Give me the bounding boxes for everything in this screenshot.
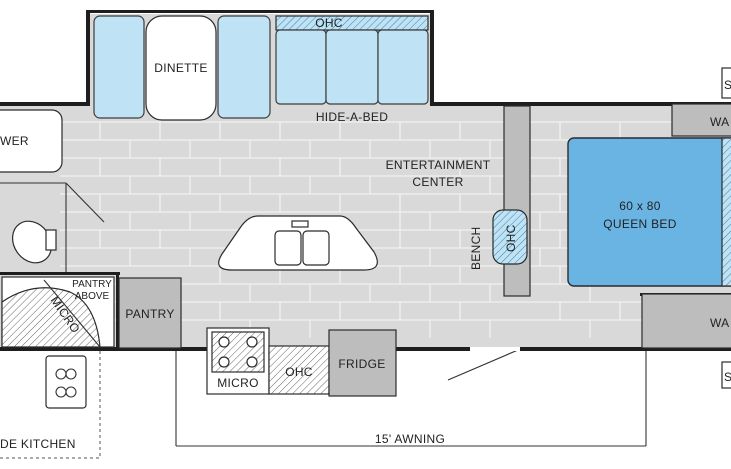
shower-label: WER [0,134,29,148]
entry-door-opening [470,347,520,351]
bed-type-label: QUEEN BED [603,217,676,231]
queen-bed-pillows [721,137,731,287]
hide-a-bed-sofa [275,15,429,105]
bed-size-label: 60 x 80 [619,199,660,213]
ohc-bottom-cabinet [268,345,330,395]
fridge [328,329,397,397]
bench-label: BENCH [469,226,483,270]
corner-pantry-unit [0,272,120,350]
ohc-side-label: OHC [504,224,518,252]
wardrobe-bottom-label: WA [710,316,730,330]
wardrobe-top-label: WA [710,115,730,129]
step-bottom-label: S [724,370,731,384]
pantry-above-line1: PANTRY [72,279,112,290]
kitchen-stove [206,327,270,395]
entry-door [447,349,519,381]
step-bottom [721,361,731,389]
step-top-label: S [724,78,731,92]
wardrobe-bottom [641,293,731,349]
kitchen-island-sink [218,215,378,271]
ohc-bottom-label: OHC [285,365,313,379]
outside-kitchen-label: DE KITCHEN [0,437,76,451]
pantry-label: PANTRY [125,307,174,321]
dinette-label: DINETTE [154,61,207,75]
micro-bottom-label: MICRO [217,376,259,390]
queen-bed [567,137,731,287]
fridge-label: FRIDGE [338,357,385,371]
hide-a-bed-label: HIDE-A-BED [316,110,388,124]
entertainment-label-line2: CENTER [412,175,463,189]
bench-ohc-cabinet [492,209,528,265]
awning-label: 15' AWNING [375,432,445,446]
bathroom [0,109,105,272]
step-top [721,67,731,99]
dinette [93,15,271,121]
ohc-top-label: OHC [315,16,343,30]
entertainment-center-divider [503,105,531,297]
outside-kitchen [0,351,101,459]
awning-outline [175,351,647,447]
entertainment-label-line1: ENTERTAINMENT [386,158,491,172]
wardrobe-top [671,103,731,137]
pantry-above-line2: ABOVE [75,291,110,302]
pantry-cabinet [118,277,182,349]
